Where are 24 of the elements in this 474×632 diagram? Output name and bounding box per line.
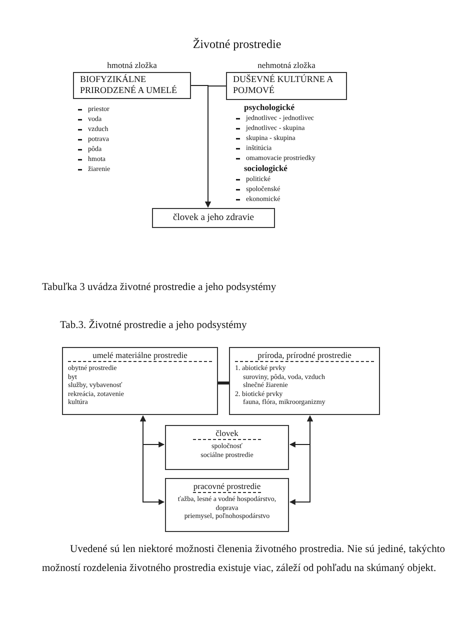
table-caption: Tab.3. Životné prostredie a jeho podsystémy xyxy=(60,320,248,331)
box-heading: umelé materiálne prostredie xyxy=(68,350,212,362)
result-box xyxy=(152,208,275,228)
sentence: Tabuľka 3 uvádza životné prostredie a jeho podsystémy xyxy=(42,282,278,293)
paragraph: Uvedené sú len niektoré možnosti členenia životného prostredia. Nie sú jediné, takýchto možností rozdelenia životného prostredia existuje viac, záleží od pohľadu na skúmaný objekt. xyxy=(42,543,445,576)
category-box: BIOFYZIKÁLNE PRIRODZENÉ A UMELÉ xyxy=(73,72,191,99)
diagram-title: Životné prostredie xyxy=(192,37,282,52)
arrow xyxy=(289,415,313,505)
category-box: DUŠEVNÉ KULTÚRNE A POJMOVÉ xyxy=(226,72,347,100)
list-subheading: psychologické xyxy=(244,102,295,113)
box-heading: pracovné prostredie xyxy=(193,481,261,493)
environment-box xyxy=(165,478,289,532)
component-heading: hmotná zložka xyxy=(106,60,158,71)
component-heading: nehmotná zložka xyxy=(256,60,316,71)
box-label: človek a jeho zdravie xyxy=(173,213,254,223)
environment-box xyxy=(62,347,218,415)
connector-line xyxy=(218,382,229,384)
box-heading: človek xyxy=(193,428,261,440)
environment-box xyxy=(165,425,289,470)
box-heading: príroda, prírodné prostredie xyxy=(235,350,374,362)
arrow xyxy=(140,415,165,505)
environment-box xyxy=(229,347,380,415)
arrow xyxy=(205,86,226,208)
list-subheading: sociologické xyxy=(244,163,288,174)
